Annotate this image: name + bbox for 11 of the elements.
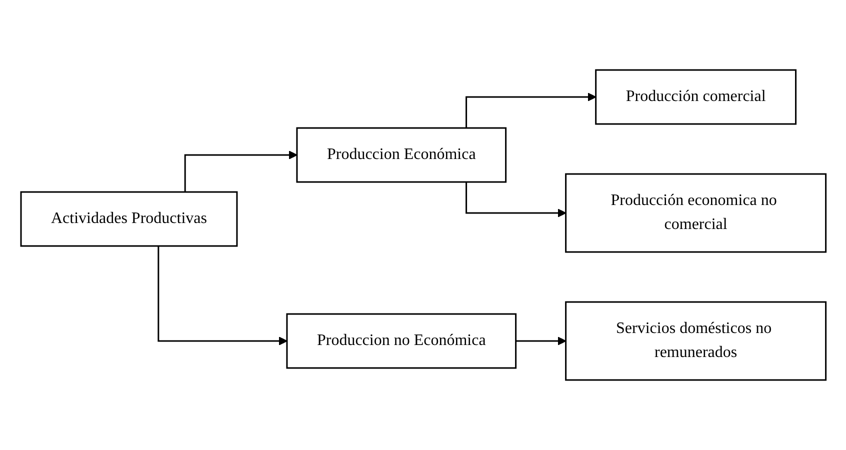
arrow (514, 336, 566, 346)
arrow (465, 182, 566, 218)
arrow (465, 92, 596, 128)
node-box: Actividades Productivas (20, 191, 238, 247)
node-box: Producción economica no comercial (564, 173, 826, 253)
node-box: Servicios domésticos no remunerados (564, 301, 826, 381)
node-box: Producción comercial (594, 69, 796, 125)
node-box: Produccion no Económica (286, 313, 516, 369)
arrow (157, 246, 287, 346)
arrow (184, 150, 297, 192)
node-box: Produccion Económica (296, 127, 506, 183)
